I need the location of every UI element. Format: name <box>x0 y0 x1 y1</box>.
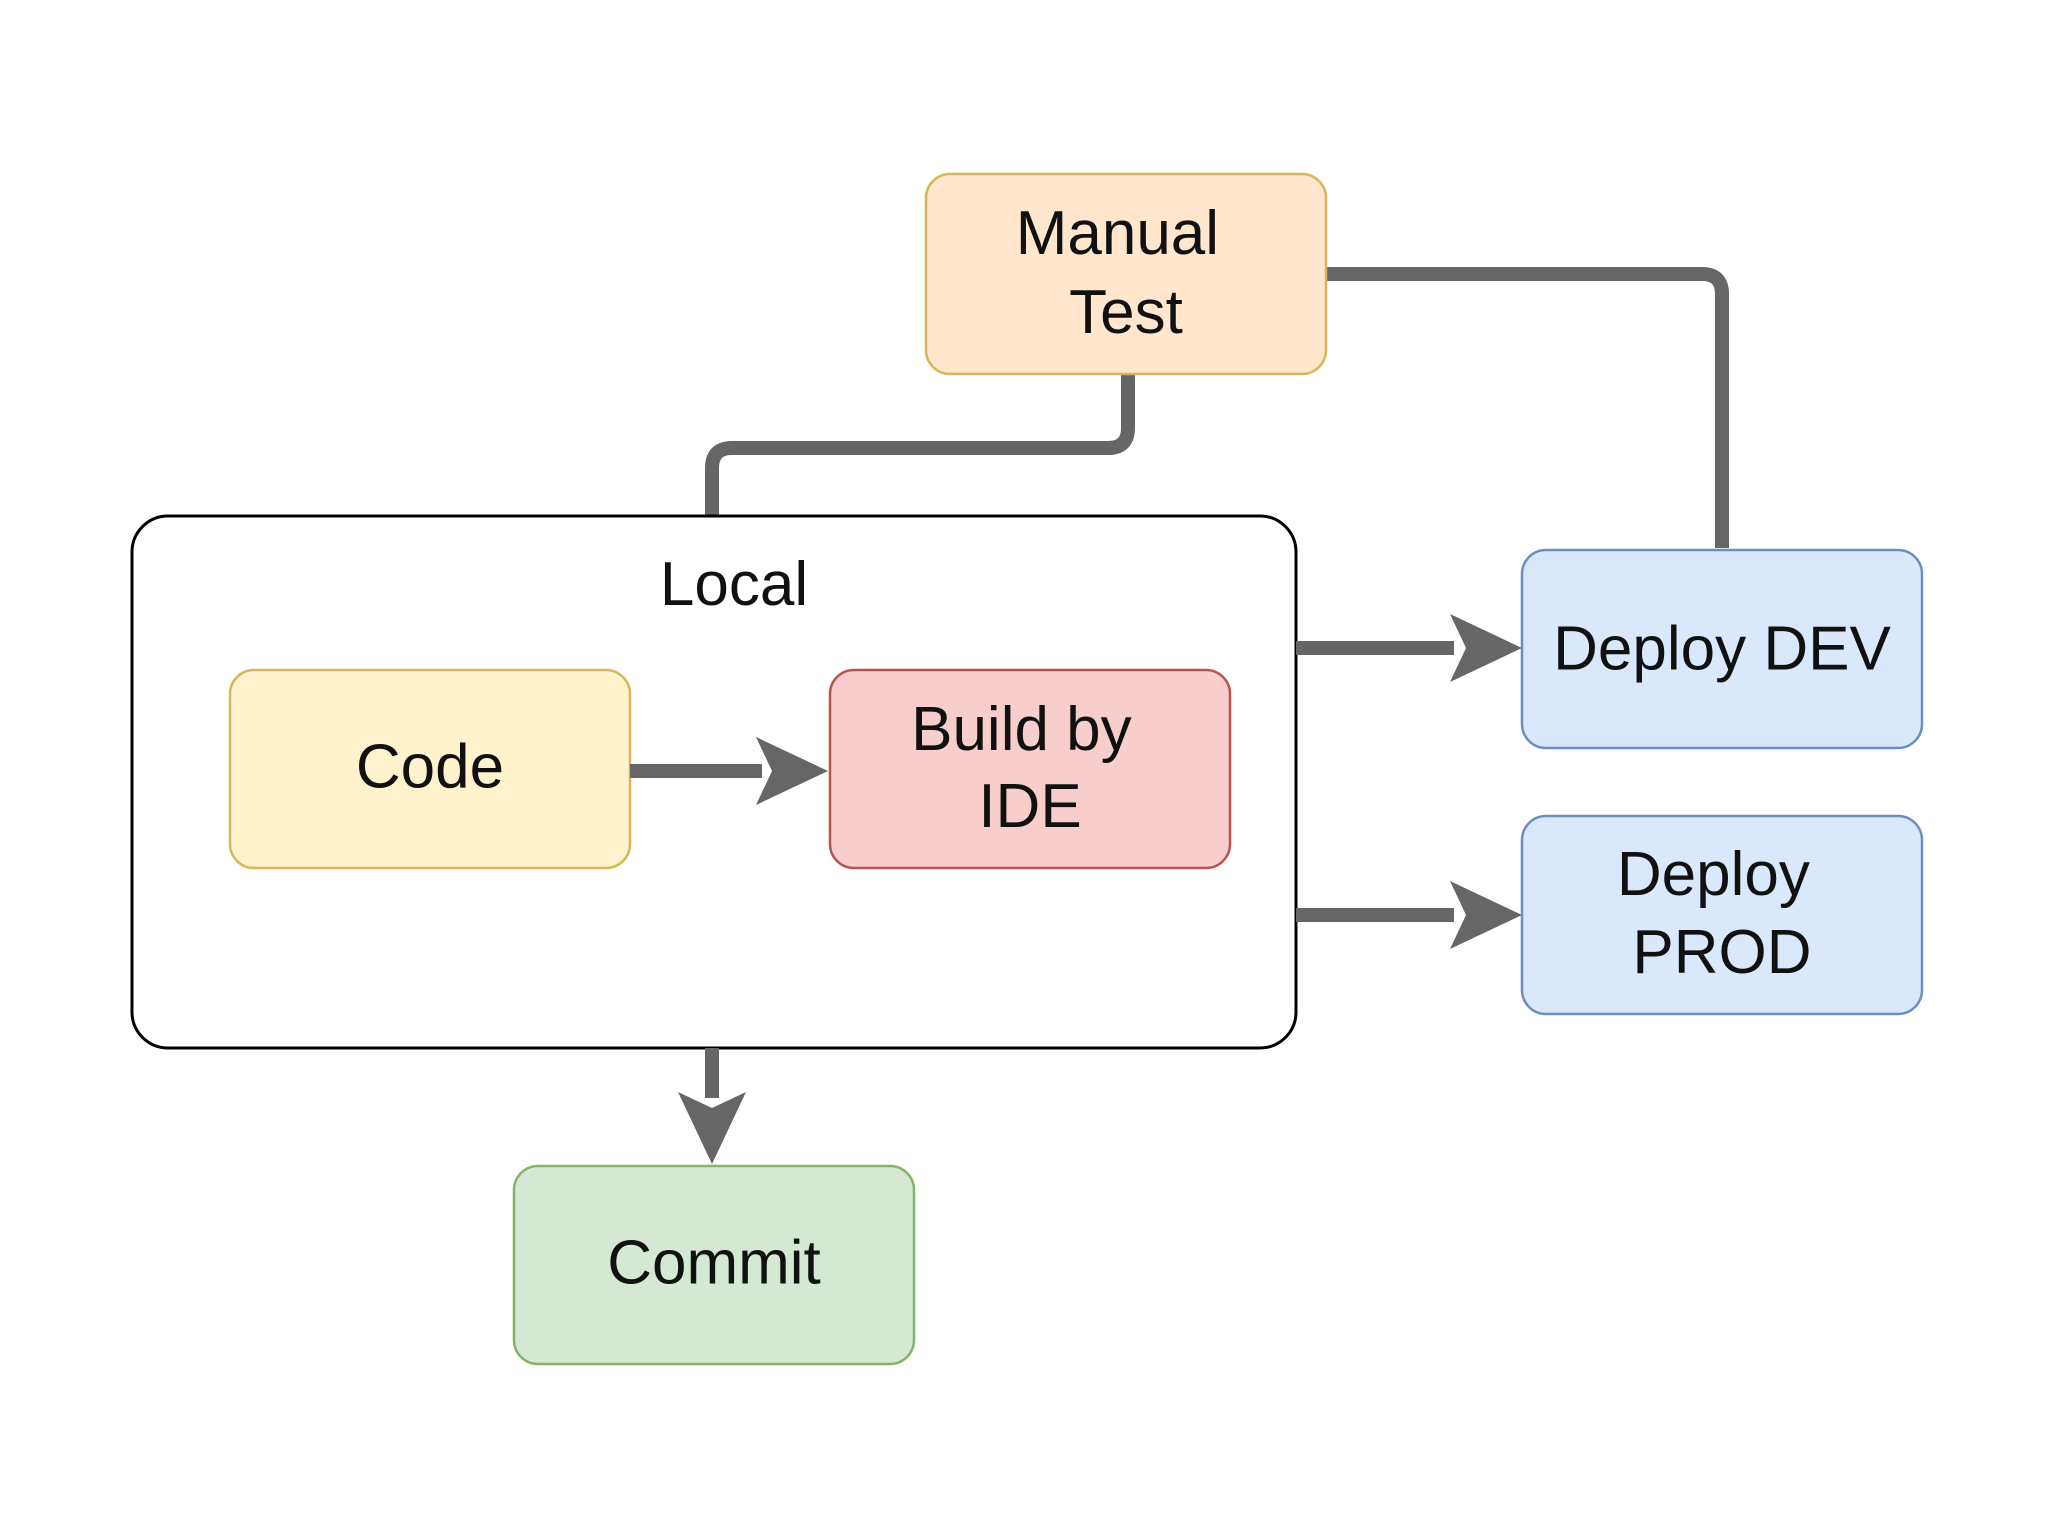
manual-test-node <box>924 172 1328 376</box>
build-by-ide-node <box>828 668 1232 870</box>
connector-local-to-manual-test <box>705 374 1135 516</box>
deploy-prod-label-line-1: Deploy <box>1617 840 1810 909</box>
deploy-prod-node <box>1520 814 1924 1016</box>
arrowhead-local-to-deploy-dev <box>1450 614 1522 682</box>
build-by-ide-label: Build by IDE <box>911 695 1149 841</box>
local-label: Local <box>660 550 808 619</box>
arrowhead-code-to-build <box>756 737 828 805</box>
manual-test-label: Manual Test <box>1016 199 1237 347</box>
build-by-ide-label-line-2: IDE <box>978 772 1081 841</box>
deploy-prod-label-line-2: PROD <box>1632 918 1811 987</box>
code-label: Code <box>356 733 504 802</box>
manual-test-label-line-1: Manual <box>1016 199 1219 268</box>
arrowhead-local-to-commit <box>678 1092 746 1164</box>
deploy-prod-label: Deploy PROD <box>1617 840 1827 987</box>
arrowhead-local-to-deploy-prod <box>1450 881 1522 949</box>
commit-node <box>512 1164 916 1366</box>
deploy-dev-node <box>1520 548 1924 750</box>
deploy-dev-label: Deploy DEV <box>1553 615 1891 684</box>
build-by-ide-label-line-1: Build by <box>911 695 1132 764</box>
commit-label: Commit <box>607 1229 821 1298</box>
connector-manual-test-to-deploy-dev <box>1326 267 1729 548</box>
manual-test-label-line-2: Test <box>1069 278 1183 347</box>
